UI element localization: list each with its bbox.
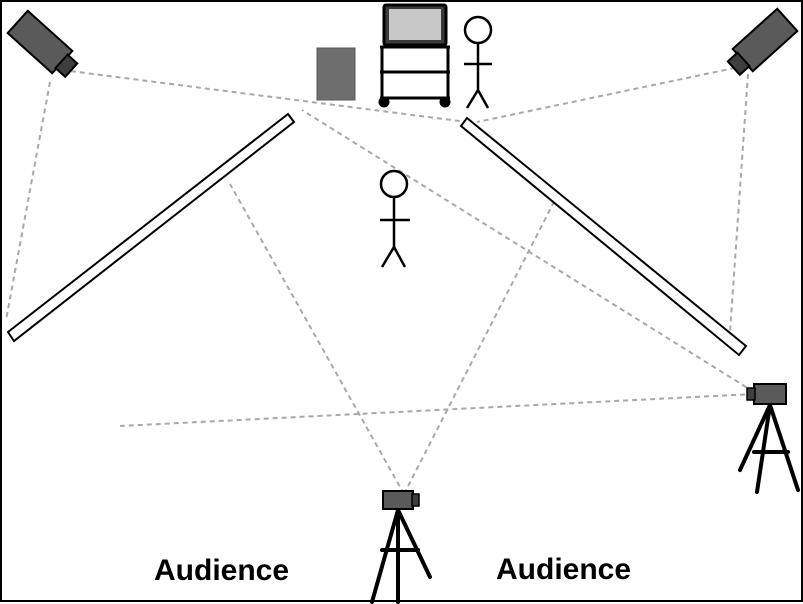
ceiling-camera-right-icon	[726, 7, 799, 77]
audience-member-stick-figure-icon	[379, 169, 410, 268]
sightline-topright-cam-to-right-wall	[729, 73, 749, 333]
sightlines	[5, 65, 755, 495]
sightline-right-tripod-diagonal	[301, 109, 755, 393]
tripod-camera-right-icon	[738, 383, 800, 494]
sightline-center-tripod-right	[403, 199, 556, 495]
sightline-right-tripod-horizontal	[119, 393, 755, 427]
sightline-topleft-cam-to-right-screen	[61, 69, 468, 123]
audience-label-right: Audience	[496, 553, 632, 586]
computer-cart-icon	[378, 3, 451, 108]
presenter-stick-figure-icon	[463, 15, 493, 109]
sightline-center-tripod-left	[229, 183, 405, 495]
projection-screen-left-icon	[6, 112, 296, 343]
tripod-camera-center-icon	[370, 490, 432, 604]
sightline-topright-cam-to-left-screen	[476, 65, 745, 123]
projection-screen-right-icon	[459, 116, 748, 357]
sightline-topleft-cam-to-left-wall	[5, 81, 51, 321]
podium-icon	[316, 47, 356, 101]
audience-label-left: Audience	[154, 554, 290, 587]
ceiling-camera-left-icon	[6, 9, 79, 79]
